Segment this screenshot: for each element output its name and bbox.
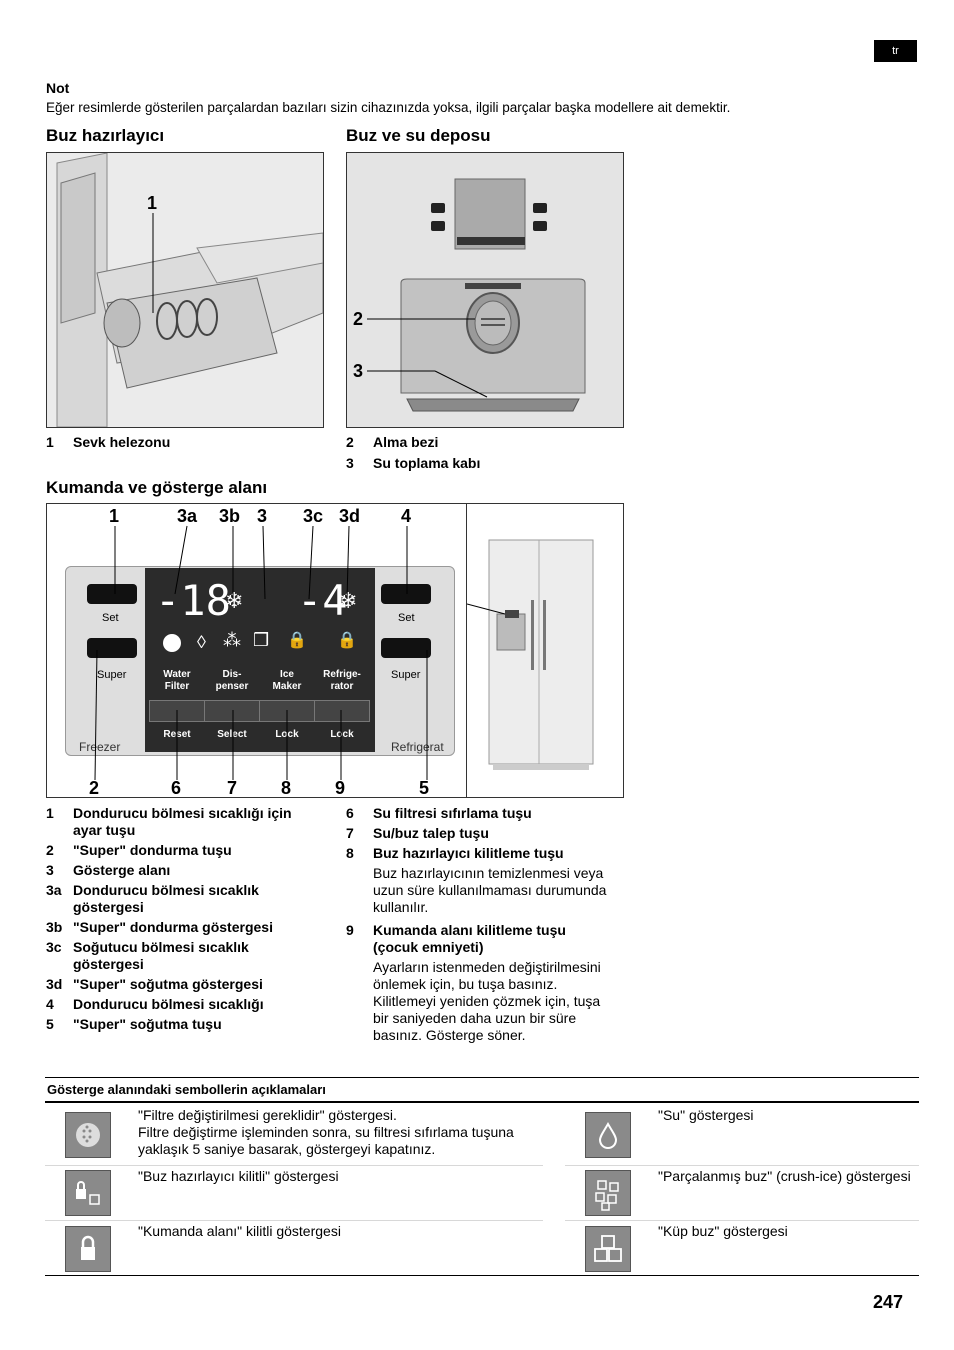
legend-item-note: Buz hazırlayıcının temizlenmesi veya uzu…	[373, 865, 607, 915]
figure-divider	[466, 504, 467, 797]
callout-bottom-8: 8	[281, 778, 292, 798]
legend-item: 2"Super" dondurma tuşu	[46, 842, 232, 858]
note-heading: Not	[46, 80, 70, 96]
language-tag: tr	[874, 40, 917, 62]
callout-bottom-6: 6	[171, 778, 182, 798]
callout-top-1: 1	[109, 506, 120, 526]
callout-1: 1	[147, 193, 158, 213]
freezer-label: Freezer	[79, 740, 121, 754]
panel-lock-icon	[65, 1226, 111, 1272]
ice-maker-lock-text: "Buz hazırlayıcı kilitli" göstergesi	[138, 1168, 339, 1184]
ice-maker-lock-icon	[65, 1170, 111, 1216]
freezer-super-label: Super	[97, 669, 127, 681]
callout-3c: 3c	[303, 506, 324, 526]
callout-top-3: 3	[257, 506, 268, 526]
ice-cube-text: "Küp buz" göstergesi	[658, 1223, 788, 1239]
callout-bottom-9: 9	[335, 778, 346, 798]
symbol-table: Gösterge alanındaki sembollerin açıklama…	[45, 1077, 919, 1103]
callout-bottom-2: 2	[89, 778, 100, 798]
table-bottom-rule	[45, 1275, 919, 1276]
ice-maker-figure: 1	[46, 152, 324, 428]
fridge-thumbnail	[467, 539, 594, 770]
super-freeze-snowflake-icon: ❄	[225, 588, 244, 613]
control-panel-figure: Set Super Freezer Set Super Refrigerat -…	[46, 503, 624, 798]
fridge-temp-display: -4	[297, 576, 348, 625]
ice-maker-lock-indicator-icon: 🔒	[287, 632, 307, 649]
table-divider	[45, 1220, 543, 1221]
note-text: Eğer resimlerde gösterilen parçalardan b…	[46, 100, 731, 115]
ice-water-tank-title: Buz ve su deposu	[346, 126, 491, 145]
ice-maker-illustration	[47, 153, 323, 427]
fridge-set-button[interactable]	[381, 584, 431, 604]
callout-top-4: 4	[401, 506, 412, 526]
refrigerator-label: Refrigerat	[391, 740, 444, 754]
freezer-set-label: Set	[102, 612, 119, 624]
legend-item: 3b"Super" dondurma göstergesi	[46, 919, 273, 935]
ice-maker-title: Buz hazırlayıcı	[46, 126, 165, 145]
crushed-ice-icon	[585, 1170, 631, 1216]
callout-3: 3	[353, 361, 364, 381]
fridge-super-button[interactable]	[381, 638, 431, 658]
water-drop-icon	[585, 1112, 631, 1158]
select-label: Select	[217, 729, 247, 740]
freezer-super-button[interactable]	[87, 638, 137, 658]
callout-3a: 3a	[177, 506, 198, 526]
callout-leaders	[94, 525, 428, 781]
panel-lock-text: "Kumanda alanı" kilitli göstergesi	[138, 1223, 341, 1239]
callout-bottom-5: 5	[419, 778, 430, 798]
page-number: 247	[873, 1292, 904, 1312]
panel-lock-button[interactable]	[314, 700, 370, 722]
crushed-ice-text: "Parçalanmış buz" (crush-ice) göstergesi	[658, 1168, 911, 1184]
ice-cube-icon	[585, 1226, 631, 1272]
dispenser-label: Dis-penser	[215, 669, 249, 692]
legend-item-note: Ayarların istenmeden değiştirilmesini ön…	[373, 959, 601, 1043]
callout-3b: 3b	[219, 506, 241, 526]
filter-indicator-icon	[163, 634, 181, 652]
table-divider	[45, 1165, 543, 1166]
callout-3d: 3d	[339, 506, 361, 526]
symbol-table-title: Gösterge alanındaki sembollerin açıklama…	[45, 1077, 919, 1103]
callout-bottom-7: 7	[227, 778, 238, 798]
control-panel-title: Kumanda ve gösterge alanı	[46, 478, 268, 497]
fridge-super-label: Super	[391, 669, 421, 681]
filter-indicator-text: "Filtre değiştirilmesi gereklidir" göste…	[138, 1107, 514, 1157]
fridge-set-label: Set	[398, 612, 415, 624]
water-indicator-text: "Su" göstergesi	[658, 1107, 754, 1123]
legend-item: 3d"Super" soğutma göstergesi	[46, 976, 263, 992]
callout-2: 2	[353, 309, 364, 329]
ice-cube-indicator-icon: ❒	[253, 630, 270, 650]
dispenser-illustration	[347, 153, 623, 427]
legend-item: 5"Super" soğutma tuşu	[46, 1016, 222, 1032]
water-drop-indicator-icon: ◊	[197, 632, 206, 652]
panel-lock-indicator-icon: 🔒	[337, 632, 357, 649]
freezer-temp-display: -18	[155, 576, 231, 625]
table-divider	[565, 1165, 919, 1166]
refrigerator-display-label: Refrige-rator	[323, 669, 361, 692]
crushed-ice-indicator-icon: ⁂	[223, 630, 241, 650]
freezer-set-button[interactable]	[87, 584, 137, 604]
filter-icon	[65, 1112, 111, 1158]
ice-water-tank-figure: 2 3	[346, 152, 624, 428]
super-cool-snowflake-icon: ❄	[339, 588, 358, 613]
panel-lock-label: Lock	[330, 729, 354, 740]
table-divider	[565, 1220, 919, 1221]
